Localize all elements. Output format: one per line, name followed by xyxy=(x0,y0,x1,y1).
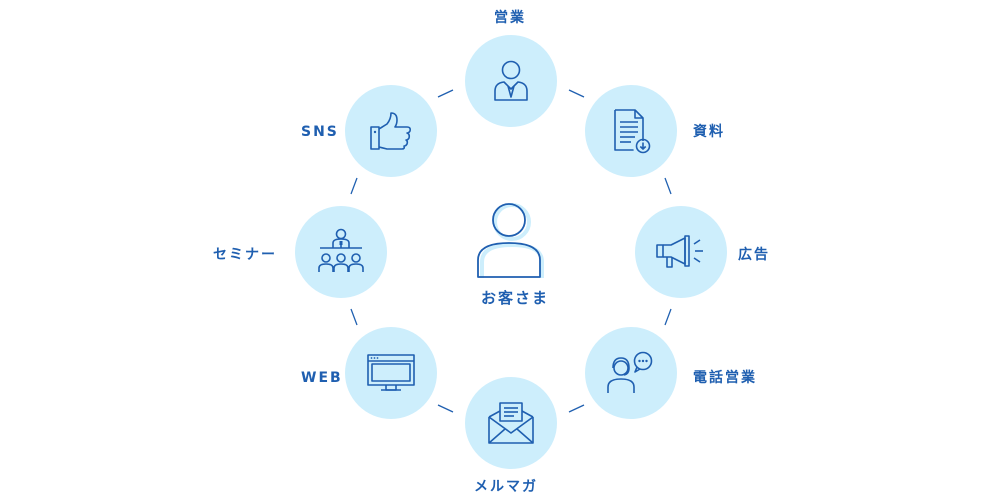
connector-sales-materials xyxy=(568,89,585,98)
document-download-icon xyxy=(614,109,651,154)
envelope-icon xyxy=(488,402,534,444)
connector-advertising-telesales xyxy=(664,308,672,326)
channel-label-sns: SNS xyxy=(301,124,339,140)
customer-person-icon xyxy=(477,203,544,278)
channel-node-materials[interactable] xyxy=(585,85,677,177)
connector-web-seminar xyxy=(350,308,358,326)
connector-mailmagazine-web xyxy=(437,404,454,413)
customer-label: お客さま xyxy=(480,289,549,307)
channel-node-sales[interactable] xyxy=(465,35,557,127)
channel-node-seminar[interactable] xyxy=(295,206,387,298)
channel-label-web: WEB xyxy=(301,370,343,386)
connector-materials-advertising xyxy=(664,177,672,195)
seminar-audience-icon xyxy=(318,228,364,272)
channel-node-mail-magazine[interactable] xyxy=(465,377,557,469)
channel-label-advertising: 広告 xyxy=(738,247,770,263)
channel-node-advertising[interactable] xyxy=(635,206,727,298)
channel-label-mail-magazine: メルマガ xyxy=(474,479,538,495)
customer-node[interactable] xyxy=(476,200,546,284)
headset-chat-icon xyxy=(607,351,653,393)
channel-node-sns[interactable] xyxy=(345,85,437,177)
channel-label-telesales: 電話営業 xyxy=(693,370,757,386)
thumbs-up-icon xyxy=(370,112,411,150)
megaphone-icon xyxy=(656,235,703,268)
channel-node-web[interactable] xyxy=(345,327,437,419)
monitor-icon xyxy=(367,354,415,391)
channel-label-seminar: セミナー xyxy=(213,247,277,263)
person-icon xyxy=(494,60,528,101)
channel-label-sales: 営業 xyxy=(494,10,526,26)
connector-sns-sales xyxy=(437,89,454,98)
channel-node-telesales[interactable] xyxy=(585,327,677,419)
channel-label-materials: 資料 xyxy=(693,124,725,140)
connector-seminar-sns xyxy=(350,177,358,195)
connector-telesales-mailmagazine xyxy=(568,404,585,413)
